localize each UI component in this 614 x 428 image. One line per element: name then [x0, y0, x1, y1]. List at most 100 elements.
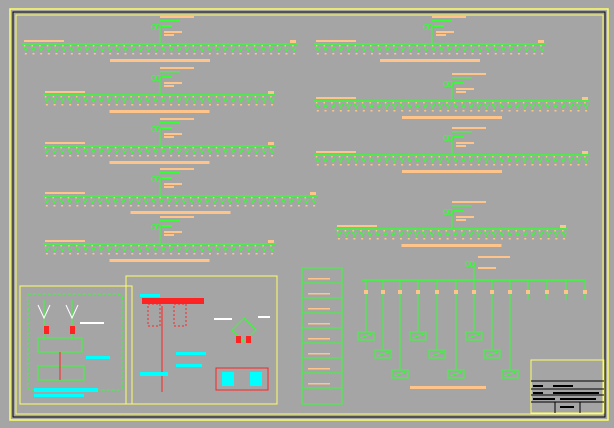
panel-label-bar	[160, 168, 194, 170]
feeder-tag	[392, 102, 394, 104]
feeder-tag	[232, 104, 235, 106]
feeder-tag	[369, 156, 371, 158]
feeder-tag	[401, 53, 404, 55]
feeder-breaker-icon	[230, 148, 236, 155]
feeder-breaker-icon	[83, 246, 89, 253]
feeder-breaker-icon	[338, 46, 344, 53]
feeder-tag	[192, 45, 194, 47]
feeder-tag	[499, 102, 502, 104]
feeder-tag	[476, 230, 479, 232]
feeder-tag	[539, 238, 542, 240]
feeder-tag	[562, 110, 565, 112]
feeder-tag	[270, 96, 272, 98]
feeder-tag	[393, 164, 396, 166]
feeder-breaker-icon	[430, 103, 436, 110]
feeder-tag	[507, 102, 509, 104]
feeder-breaker-icon	[254, 246, 260, 253]
feeder-tag	[284, 45, 286, 47]
feeder-tag	[207, 45, 210, 47]
feeder-tag	[192, 147, 194, 149]
feeder-breaker-icon	[44, 198, 50, 205]
feeder-breaker-icon	[230, 97, 236, 104]
feeder-tag	[354, 156, 356, 158]
feeder-tag	[340, 53, 343, 55]
feeder-tag	[46, 45, 49, 47]
feeder-tag	[239, 53, 242, 55]
feeder-tag	[546, 110, 549, 112]
feeder-breaker-icon	[230, 46, 236, 53]
feeder-tag	[312, 197, 314, 199]
feeder-tag	[52, 197, 54, 199]
incomer-label	[164, 234, 174, 236]
feeder-tag	[247, 104, 250, 106]
feeder-tag	[258, 197, 261, 199]
feeder-tag	[493, 164, 496, 166]
drawing-frame	[9, 8, 609, 421]
panel-caption-bar	[109, 110, 210, 113]
feeder-tag	[53, 104, 56, 106]
feeder-tag	[393, 45, 395, 47]
feeder-breaker-icon	[576, 157, 581, 164]
feeder-tag	[523, 164, 526, 166]
feeder-breaker-icon	[128, 198, 134, 205]
feeder-breaker-icon	[168, 148, 174, 155]
feeder-breaker-icon	[453, 157, 459, 164]
bus-label	[45, 91, 85, 93]
feeder-tag	[162, 155, 165, 157]
feeder-breaker-icon	[477, 46, 483, 53]
feeder-tag	[271, 155, 274, 157]
feeder-breaker-icon	[122, 246, 127, 253]
feeder-breaker-icon	[215, 97, 221, 104]
feeder-breaker-icon	[52, 148, 58, 155]
feeder-tag	[159, 197, 161, 199]
transformer-icon	[443, 209, 449, 215]
sub-panel-box	[374, 349, 392, 359]
feeder-tag	[153, 96, 156, 98]
feeder-tag	[399, 230, 401, 232]
transformer-icon	[151, 224, 157, 230]
feeder-tag	[201, 53, 204, 55]
feeder-breaker-icon	[537, 103, 543, 110]
feeder-tag	[577, 164, 580, 166]
feeder-breaker-icon	[38, 46, 44, 53]
feeder-tag	[455, 45, 457, 47]
feeder-tag	[23, 45, 26, 47]
feeder-breaker-icon	[176, 246, 182, 253]
feeder-breaker-icon	[176, 46, 182, 53]
feeder-breaker-icon	[174, 198, 180, 205]
feeder-breaker-icon	[273, 198, 279, 205]
transformer-icon	[151, 24, 157, 30]
feeder-breaker-icon	[407, 157, 413, 164]
feeder-tag	[568, 102, 571, 104]
feeder-tag	[461, 230, 463, 232]
feeder-tag	[228, 197, 230, 199]
feeder-breaker-icon	[276, 46, 282, 53]
feeder-breaker-icon	[227, 198, 233, 205]
feeder-breaker-icon	[438, 103, 443, 110]
sub-panel-mark	[503, 371, 517, 377]
sub-panel-box	[465, 331, 483, 341]
feeder-breaker-icon	[468, 103, 474, 110]
feeder-tag	[153, 147, 156, 149]
feeder-tag	[584, 102, 586, 104]
feeder-tag	[254, 245, 257, 247]
feeder-tag	[304, 197, 307, 199]
feeder-tag	[201, 155, 204, 157]
feeder-tag	[545, 102, 548, 104]
feeder-tag	[523, 230, 525, 232]
incomer-label	[162, 225, 172, 227]
feeder-tag	[313, 205, 316, 207]
feeder-breaker-icon	[166, 198, 172, 205]
feeder-breaker-icon	[460, 231, 466, 238]
feeder-breaker-icon	[538, 231, 544, 238]
feeder-breaker-icon	[192, 97, 197, 104]
feeder-tag	[296, 197, 299, 199]
feeder-tag	[384, 102, 387, 104]
feeder-breaker-icon	[516, 46, 522, 53]
feeder-breaker-icon	[207, 246, 213, 253]
feeder-tag	[468, 230, 471, 232]
feeder-tag	[377, 156, 379, 158]
feeder-tag	[585, 164, 588, 166]
feeder-tag	[161, 147, 163, 149]
feeder-tag	[123, 45, 125, 47]
